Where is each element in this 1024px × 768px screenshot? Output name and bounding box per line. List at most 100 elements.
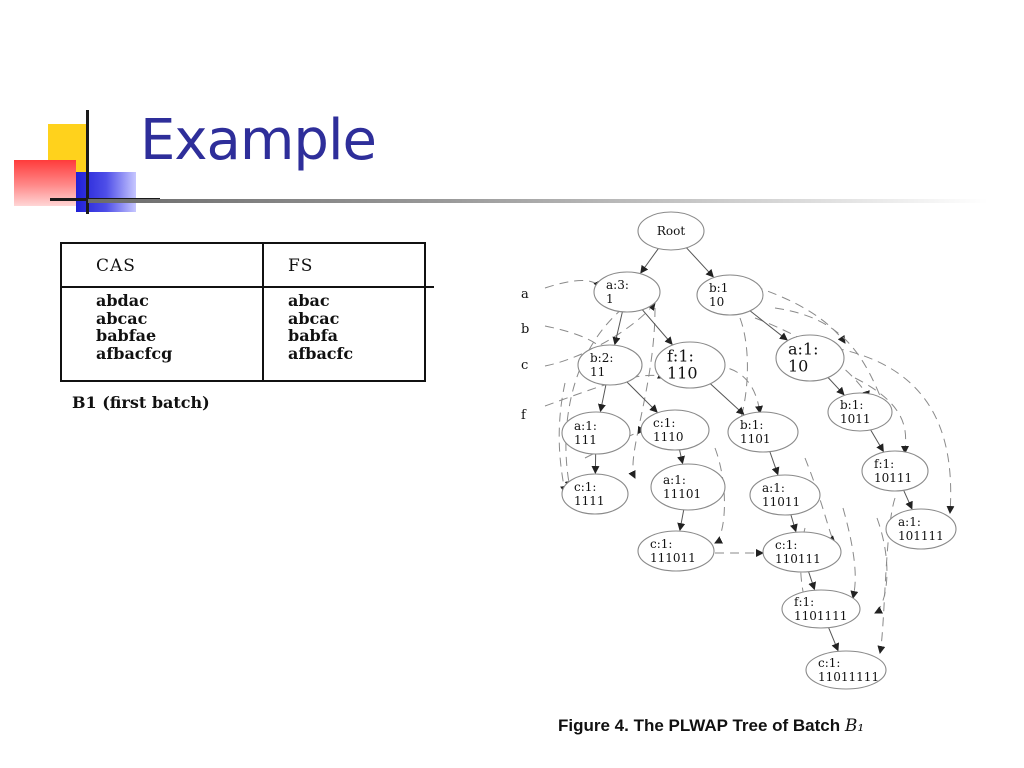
- tree-node-label: 10: [709, 295, 724, 309]
- tree-node-label: 110111: [775, 552, 821, 566]
- title-underline: [88, 199, 988, 203]
- tree-node-label: a:1:: [663, 473, 686, 487]
- logo-blue-square: [76, 172, 136, 212]
- slide-logo: [0, 0, 160, 230]
- tree-edge: [641, 309, 673, 345]
- tree-node-ellipse: [650, 463, 726, 511]
- table-cell: abcac: [96, 308, 148, 328]
- tree-edge: [828, 627, 840, 652]
- tree-node-label: 11: [590, 365, 605, 379]
- table-cell: afbacfcg: [96, 343, 173, 363]
- tree-node-ellipse: [640, 409, 710, 451]
- tree-edge: [808, 571, 817, 591]
- tree-node-label: 1101111: [794, 609, 847, 623]
- tree-node-label: 1101: [740, 432, 771, 446]
- tree-node-f1_10111: f:1:10111: [861, 450, 929, 492]
- tree-node-ellipse: [885, 508, 957, 550]
- tree-node-b1_1101: b:1:1101: [727, 411, 799, 453]
- tree-node-b1_1011: b:1:1011: [827, 392, 893, 432]
- tree-node-label: c:1:: [574, 480, 596, 494]
- tree-node-label: 101111: [898, 529, 944, 543]
- tree-node-root: Root: [637, 211, 705, 251]
- tree-node-label: a:1:: [788, 340, 819, 359]
- table-header-cas: CAS: [96, 256, 136, 276]
- figure-caption-math: B₁: [844, 716, 865, 736]
- tree-node-c1_111011: c:1:111011: [637, 530, 715, 572]
- tree-node-b2_11: b:2:11: [577, 344, 643, 386]
- tree-node-label: a:1:: [898, 515, 921, 529]
- tree-node-f1_110: f:1:110: [654, 341, 726, 389]
- tree-node-label: c:1:: [818, 656, 840, 670]
- tree-edge: [677, 449, 685, 465]
- tree-edge: [903, 490, 913, 510]
- tree-node-label: 11011: [762, 495, 800, 509]
- header-link: [558, 382, 569, 494]
- header-link: [544, 279, 601, 289]
- header-link: [874, 517, 888, 614]
- tree-node-ellipse: [577, 344, 643, 386]
- tree-edge: [626, 381, 658, 413]
- tree-edge: [686, 247, 714, 278]
- header-link: [800, 527, 809, 604]
- table-header-fs: FS: [288, 256, 314, 276]
- header-link: [684, 364, 763, 414]
- tree-node-c1_110111: c:1:110111: [762, 531, 842, 573]
- header-label-f: f: [521, 408, 527, 423]
- table-column-cas: abdac abcac babfae afbacfcg: [96, 292, 172, 362]
- tree-node-a1_11101: a:1:11101: [650, 463, 726, 511]
- tree-node-a1_101111: a:1:101111: [885, 508, 957, 550]
- tree-node-label: 10: [788, 357, 808, 376]
- tree-node-ellipse: [762, 531, 842, 573]
- tree-node-label: b:1: [709, 281, 728, 295]
- tree-edges-layer: [591, 247, 913, 652]
- table-cell: babfa: [288, 326, 338, 345]
- tree-node-ellipse: [637, 530, 715, 572]
- table-header-divider-extension: [426, 286, 434, 288]
- tree-node-label: a:1:: [762, 481, 785, 495]
- table-column-divider: [262, 244, 264, 380]
- tree-node-label: 111011: [650, 551, 696, 565]
- tree-edge: [769, 451, 780, 476]
- tree-edge: [710, 383, 745, 416]
- figure-caption-text: Figure 4. The PLWAP Tree of Batch: [558, 716, 845, 735]
- tree-nodes-layer: Roota:3:1b:110b:2:11f:1:110a:1:10a:1:111…: [561, 211, 957, 690]
- tree-node-label: 1: [606, 292, 614, 306]
- tree-node-label: c:1:: [653, 416, 675, 430]
- tree-node-c1_1111: c:1:1111: [561, 473, 629, 515]
- sequence-table: CAS FS abdac abcac babfae afbacfcg abac …: [60, 242, 434, 382]
- tree-node-ellipse: [805, 650, 887, 690]
- tree-edge: [640, 248, 659, 274]
- tree-node-b1_10: b:110: [696, 274, 764, 316]
- tree-node-label: b:1:: [740, 418, 763, 432]
- tree-node-a1_111: a:1:111: [561, 411, 631, 455]
- tree-node-ellipse: [781, 589, 861, 629]
- tree-node-label: Root: [657, 224, 685, 238]
- tree-node-ellipse: [775, 334, 845, 382]
- tree-node-ellipse: [637, 211, 705, 251]
- tree-node-label: 111: [574, 433, 597, 447]
- tree-node-label: c:1:: [650, 537, 672, 551]
- tree-node-label: c:1:: [775, 538, 797, 552]
- tree-node-label: b:1:: [840, 398, 863, 412]
- tree-node-ellipse: [593, 271, 661, 313]
- header-link: [724, 277, 846, 344]
- header-link: [564, 307, 624, 489]
- tree-node-label: a:3:: [606, 278, 629, 292]
- header-link: [854, 377, 910, 454]
- table-cell: babfae: [96, 326, 157, 345]
- tree-edge: [677, 509, 686, 532]
- tree-node-ellipse: [561, 473, 629, 515]
- tree-node-label: b:2:: [590, 351, 613, 365]
- tree-node-ellipse: [727, 411, 799, 453]
- tree-node-label: 1111: [574, 494, 605, 508]
- header-label-c: c: [521, 358, 528, 373]
- header-link: [714, 447, 725, 544]
- table-cell: afbacfc: [288, 343, 354, 363]
- tree-node-label: 11101: [663, 487, 701, 501]
- tree-node-label: f:1:: [794, 595, 814, 609]
- tree-node-c1_1110: c:1:1110: [640, 409, 710, 451]
- tree-node-label: 11011111: [818, 670, 879, 684]
- tree-node-label: a:1:: [574, 419, 597, 433]
- header-link: [842, 507, 859, 599]
